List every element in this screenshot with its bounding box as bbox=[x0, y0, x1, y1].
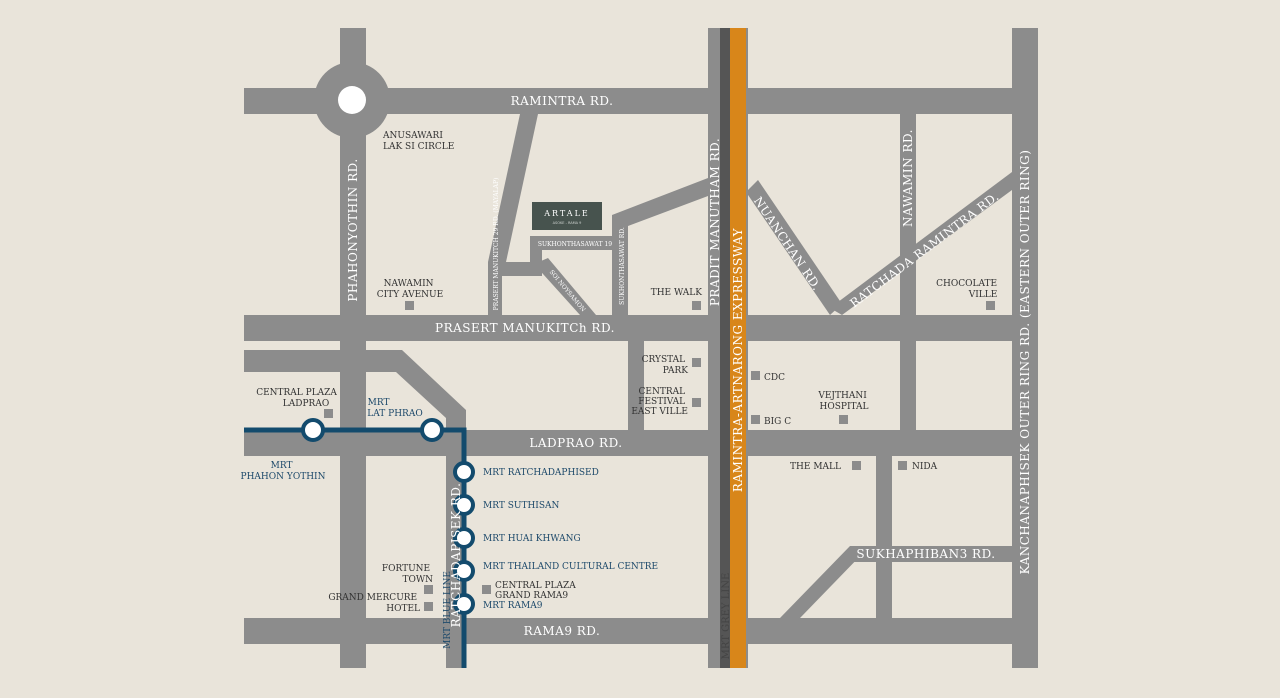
poi-crystal-park bbox=[692, 358, 701, 367]
poi-central-rama9 bbox=[482, 585, 491, 594]
road-prasert-29 bbox=[488, 262, 502, 315]
project-name: ARTALE bbox=[543, 209, 590, 218]
label-station-thailand-cultural: MRT THAILAND CULTURAL CENTRE bbox=[483, 562, 658, 572]
station-thailand-cultural bbox=[453, 560, 475, 582]
label-cdc: CDC bbox=[764, 373, 785, 383]
label-mrt-grey-line: MRT GREY LINE bbox=[721, 573, 732, 660]
label-nida: NIDA bbox=[912, 462, 938, 472]
project-box bbox=[532, 202, 602, 230]
label-fortune-town: FORTUNE TOWN bbox=[382, 564, 433, 585]
road-prasert-29-spur bbox=[502, 262, 532, 276]
poi-cdc bbox=[751, 371, 760, 380]
poi-grand-mercure bbox=[424, 602, 433, 611]
poi-vejthani bbox=[839, 415, 848, 424]
label-station-lat-phrao: MRT LAT PHRAO bbox=[367, 398, 422, 419]
road-prasert-29-diagonal bbox=[488, 114, 538, 262]
road-nuanchan bbox=[746, 180, 842, 315]
label-pradit-manutham: PRADIT MANUTHAM RD. bbox=[708, 138, 722, 306]
label-anusawari: ANUSAWARI LAK SI CIRCLE bbox=[382, 131, 454, 152]
label-station-ratchadaphised: MRT RATCHADAPHISED bbox=[483, 468, 599, 478]
road-sukhaphiban3-vertical bbox=[876, 456, 892, 618]
poi-fortune-town bbox=[424, 585, 433, 594]
label-kanchanaphisek: KANCHANAPHISEK OUTER RING RD. (EASTERN O… bbox=[1018, 150, 1032, 575]
label-station-suthisan: MRT SUTHISAN bbox=[483, 501, 560, 511]
road-sukhonthasawat bbox=[612, 215, 628, 315]
poi-nida bbox=[898, 461, 907, 470]
road-sukhaphiban3 bbox=[850, 546, 1012, 562]
station-huai-khwang bbox=[453, 527, 475, 549]
label-ladprao: LADPRAO RD. bbox=[529, 436, 622, 450]
road-ladprao-link bbox=[244, 350, 466, 430]
label-sukhaphiban3: SUKHAPHIBAN3 RD. bbox=[856, 547, 995, 561]
label-ratchadapisek: RATCHADAPISEK RD. bbox=[449, 483, 463, 628]
road-kanchanaphisek bbox=[1012, 28, 1038, 668]
label-crystal-park: CRYSTAL PARK bbox=[642, 355, 689, 376]
label-vejthani: VEJTHANI HOSPITAL bbox=[817, 391, 869, 412]
road-ladprao bbox=[244, 430, 1034, 456]
road-ratchada-ramintra bbox=[830, 172, 1012, 315]
poi-big-c bbox=[751, 415, 760, 424]
label-prasert-29: PRASERT MANUKITCH 29 RD. (MAYALAP) bbox=[493, 178, 500, 311]
label-sukhonthasawat-19: SUKHONTHASAWAT 19 bbox=[538, 241, 612, 248]
label-nawamin-city: NAWAMIN CITY AVENUE bbox=[377, 279, 443, 300]
project-marker[interactable]: ARTALE ASOKE - RAMA 9 bbox=[532, 202, 602, 230]
poi-chocolate-ville bbox=[986, 301, 995, 310]
label-expressway: RAMINTRA-ARTNARONG EXPRESSWAY bbox=[731, 227, 745, 492]
poi-nawamin-city bbox=[405, 301, 414, 310]
poi-central-ladprao bbox=[324, 409, 333, 418]
station-labels: MRT PHAHON YOTHIN MRT LAT PHRAO MRT RATC… bbox=[241, 398, 659, 611]
label-mrt-blue-line: MRT BLUE LINE bbox=[443, 571, 453, 649]
road-soi-noysamon bbox=[534, 258, 596, 315]
poi-central-festival bbox=[692, 398, 701, 407]
road-nawamin bbox=[900, 114, 916, 430]
label-station-rama9: MRT RAMA9 bbox=[483, 601, 543, 611]
label-prasert-manukitch: PRASERT MANUKITCh RD. bbox=[435, 321, 615, 335]
road-sukhonthasawat-19 bbox=[530, 236, 622, 250]
mrt-grey-line bbox=[720, 28, 730, 668]
label-the-mall: THE MALL bbox=[790, 462, 841, 472]
road-sukhonthasawat-diagonal bbox=[612, 178, 708, 226]
landmarks: ANUSAWARI LAK SI CIRCLE NAWAMIN CITY AVE… bbox=[256, 131, 1000, 614]
station-lat-phrao bbox=[420, 418, 444, 442]
road-crystal-park-lane bbox=[628, 341, 644, 430]
station-phahon-yothin bbox=[301, 418, 325, 442]
label-chocolate-ville: CHOCOLATE VILLE bbox=[936, 279, 1000, 300]
label-grand-mercure: GRAND MERCURE HOTEL bbox=[328, 593, 420, 614]
station-ratchadaphised bbox=[453, 461, 475, 483]
label-station-huai-khwang: MRT HUAI KHWANG bbox=[483, 534, 581, 544]
label-sukhonthasawat: SUKHONTHASAWAT RD. bbox=[619, 227, 626, 305]
label-central-ladprao: CENTRAL PLAZA LADPRAO bbox=[256, 388, 340, 409]
label-big-c: BIG C bbox=[764, 417, 791, 427]
road-rama9 bbox=[244, 618, 1034, 644]
mrt-stations bbox=[301, 418, 475, 615]
poi-the-mall bbox=[852, 461, 861, 470]
station-suthisan bbox=[453, 494, 475, 516]
label-nawamin: NAWAMIN RD. bbox=[901, 129, 915, 227]
project-subtitle: ASOKE - RAMA 9 bbox=[553, 221, 582, 225]
station-rama9 bbox=[453, 593, 475, 615]
label-the-walk: THE WALK bbox=[651, 288, 703, 298]
expressway-line bbox=[730, 28, 746, 668]
label-station-phahon-yothin: MRT PHAHON YOTHIN bbox=[241, 461, 326, 482]
label-rama9: RAMA9 RD. bbox=[524, 624, 601, 638]
label-phahonyothin: PHAHONYOTHIN RD. bbox=[346, 158, 360, 301]
poi-the-walk bbox=[692, 301, 701, 310]
road-sukhaphiban3-diagonal bbox=[780, 546, 864, 618]
label-ramintra: RAMINTRA RD. bbox=[511, 94, 614, 108]
lak-si-circle-center bbox=[338, 86, 366, 114]
label-central-festival: CENTRAL FESTIVAL EAST VILLE bbox=[631, 387, 688, 417]
label-central-rama9: CENTRAL PLAZA GRAND RAMA9 bbox=[495, 581, 579, 601]
